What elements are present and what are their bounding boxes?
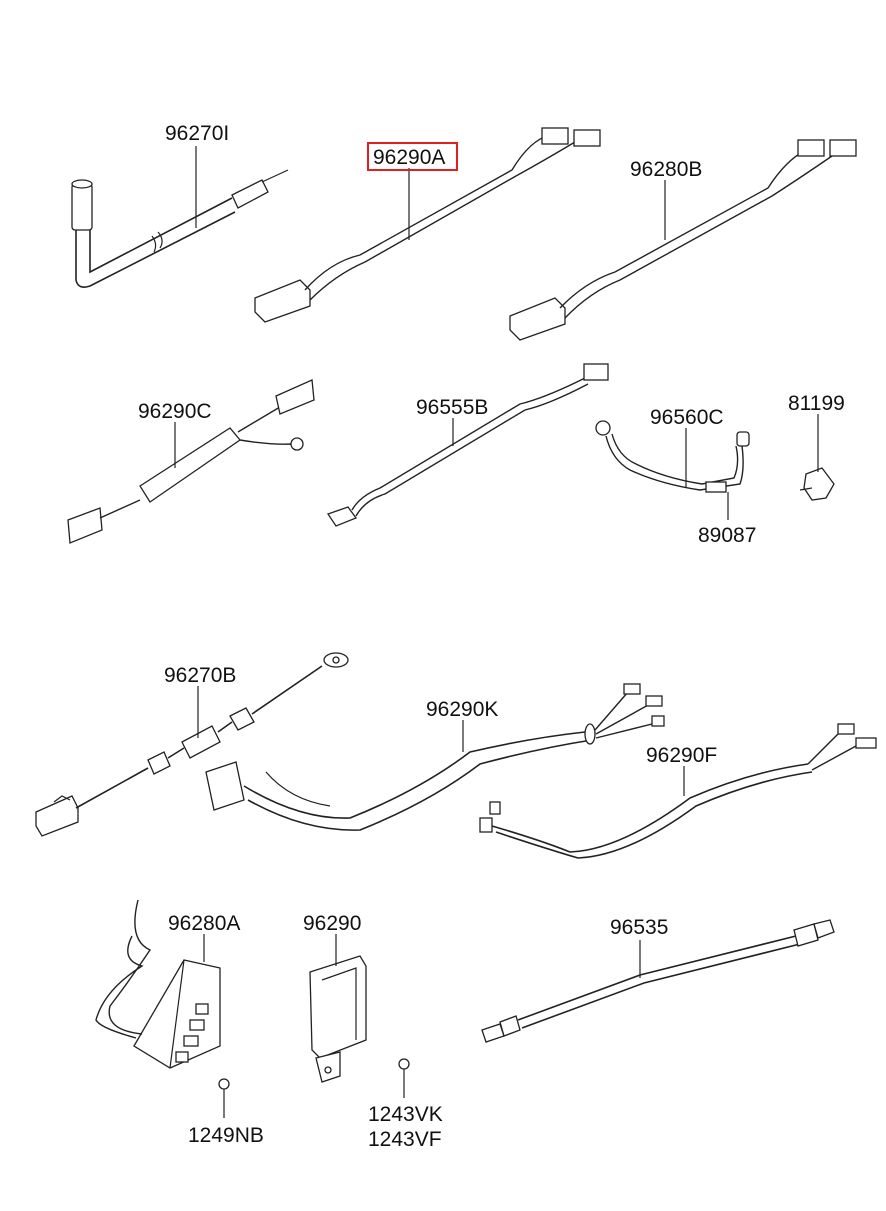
label-81199: 81199	[788, 392, 845, 415]
screw-1249NB	[218, 1078, 230, 1118]
label-96555B: 96555B	[416, 396, 488, 419]
part-96270B-drawing	[35, 652, 349, 837]
part-96560C-drawing	[595, 420, 750, 493]
label-96270B: 96270B	[164, 664, 236, 687]
highlight-box-96290A	[367, 142, 458, 171]
part-96270I-drawing	[71, 169, 289, 288]
screw-1243VK	[398, 1058, 410, 1098]
label-1243VK: 1243VK	[368, 1103, 443, 1126]
part-96280B-drawing	[509, 139, 857, 341]
label-96280B: 96280B	[630, 158, 702, 181]
part-96555B-drawing	[326, 363, 609, 527]
part-96290C-drawing	[67, 379, 315, 544]
label-96290A: 96290A	[373, 146, 445, 169]
label-96290: 96290	[303, 912, 361, 935]
label-96290K: 96290K	[426, 698, 498, 721]
part-96280A-drawing	[95, 899, 221, 1069]
part-96290F-drawing	[479, 723, 877, 859]
label-96290C: 96290C	[138, 400, 212, 423]
part-96290-drawing	[309, 955, 367, 1083]
label-96560C: 96560C	[650, 406, 724, 429]
label-96290F: 96290F	[646, 744, 717, 767]
label-96535: 96535	[610, 916, 668, 939]
label-96270I: 96270I	[165, 122, 229, 145]
part-96290K-drawing	[205, 683, 665, 831]
label-1249NB: 1249NB	[188, 1124, 264, 1147]
part-96290A-drawing	[254, 127, 601, 323]
label-1243VF: 1243VF	[368, 1128, 442, 1151]
part-96535-drawing	[481, 919, 835, 1043]
label-96280A: 96280A	[168, 912, 240, 935]
label-89087: 89087	[698, 524, 756, 547]
part-81199-drawing	[799, 467, 835, 501]
